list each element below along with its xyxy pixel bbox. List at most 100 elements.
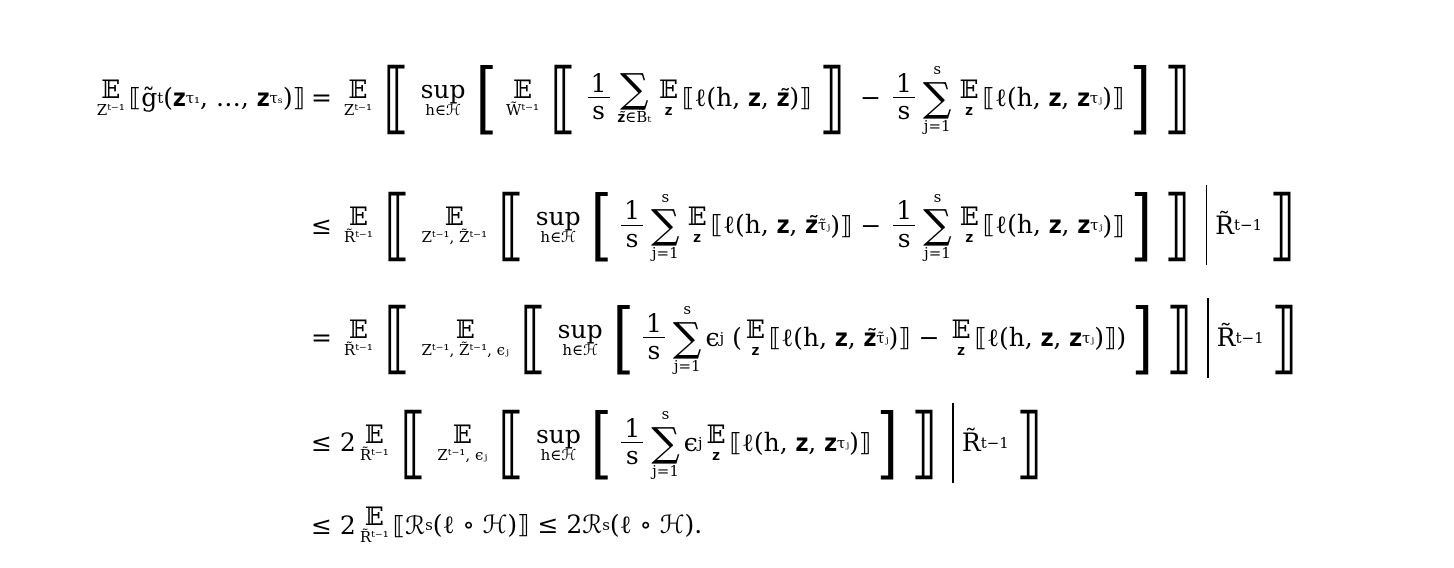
math-text: R̃t−1 [1215,211,1262,240]
math-text: ≤ 2 [311,428,356,457]
math-text-main: )⟧ [849,428,872,457]
operator-symbol: 𝔼 [364,502,384,532]
operator-subscript: R̃ᵗ⁻¹ [359,528,389,547]
math-text: )⟧ − [889,323,948,352]
math-text-main: )⟧ − [830,210,890,240]
operator-subscript: h∈ℋ [540,228,576,247]
operator-subscript: 𝐳̃∈B̃ₜ [617,108,651,127]
math-text: R̃t−1 [962,428,1009,457]
superscript: t−1 [1233,216,1263,234]
operator-symbol: ∑ [922,74,952,121]
subscript: τⱼ [1089,88,1103,107]
operator-subscript: R̃ᵗ⁻¹ [343,340,373,359]
operator-subscript: W̃ᵗ⁻¹ [505,100,540,119]
math-text-main: ≤ 2 [311,510,356,540]
operator-subscript: R̃ᵗ⁻¹ [343,228,373,247]
operator-symbol: ∑ [923,202,952,248]
operator-subscript: 𝐳 [965,228,974,247]
big-bracket: ⟧ [1163,52,1191,143]
subscript: τ̃ⱼ [876,328,889,347]
math-text: )⟧ − [830,211,889,240]
math-text-main: )⟧ − [888,323,948,352]
summation-operator: s∑j=1 [651,188,680,262]
math-text: ⟦ℓ(h, 𝐳, 𝐳̃τ̃ⱼ [711,210,831,240]
subscript: s [602,516,610,534]
operator-subscript: 𝐳 [957,340,965,359]
operator-symbol: 𝔼 [348,314,368,344]
math-text: ⟦ℓ(h, 𝐳, 𝐳̃τ̃ⱼ [769,323,889,353]
operator-subscript: j=1 [652,461,679,480]
math-text-main: = [311,323,340,352]
math-text-main: (ℓ ∘ ℋ)⟧ ≤ 2ℛ [432,510,603,539]
operator-symbol: 𝔼 [745,314,765,344]
big-bracket: ⟦ [549,52,577,143]
operator-symbol: 𝔼 [101,74,121,104]
fraction-denominator: s [592,96,606,125]
big-bracket: ⟦ [498,397,526,488]
fraction-numerator: 1 [643,310,665,338]
fraction-numerator: 1 [893,70,915,98]
fraction-numerator: 1 [893,198,916,226]
operator-subscript: Zᵗ⁻¹, Z̃ᵗ⁻¹ [421,228,488,247]
operator-subscript: Zᵗ⁻¹ [96,100,125,119]
subscript: τₛ [269,88,283,107]
operator-symbol: sup [557,314,603,344]
math-text-main: , …, 𝐳 [200,82,270,112]
math-text-main: ⟦ℓ(h, 𝐳, 𝐳̃ [768,322,877,352]
operator-symbol: ∑ [651,202,680,248]
big-bracket: ⟧ [1268,180,1296,270]
math-text-main: ⟦ℓ(h, 𝐳, 𝐳 [974,322,1082,352]
math-text: )⟧ [1102,211,1124,240]
operator-symbol: ∑ [651,419,680,466]
operator-subscript: 𝐳 [693,228,701,247]
subscript: j [719,328,725,347]
subscript: τ₁ [185,88,201,107]
big-bracket: [ [590,180,612,270]
operator-subscript: Zᵗ⁻¹, Z̃ᵗ⁻¹, ϵⱼ [421,340,510,359]
big-bracket: ⟦ [383,180,411,270]
math-text: )⟧ [283,83,305,112]
math-text-main: R̃ [961,428,981,457]
superscript: t−1 [1235,328,1264,347]
fraction-denominator: s [625,223,639,253]
math-text-main: ⟦ℛ [392,510,426,540]
operator-symbol: 𝔼 [959,202,979,232]
fraction-numerator: 1 [621,198,644,226]
operator-subscript: 𝐳 [712,445,720,464]
operator-symbol: 𝔼 [512,74,533,104]
big-bracket: [ [612,292,634,383]
big-bracket: ] [1129,52,1152,143]
subscript: τ̃ⱼ [818,216,831,234]
math-text-main: = [311,83,340,112]
operator-subscript: j=1 [924,244,951,262]
summation-operator: s∑j=1 [923,61,952,134]
operator-symbol: 𝔼 [364,419,384,449]
summation-operator: ∑𝐳̃∈B̃ₜ [618,69,651,126]
operator-subscript: j=1 [673,356,701,375]
operator-symbol: sup [535,202,581,232]
math-text: ⟦ℓ(h, 𝐳, 𝐳̃)⟧ [682,83,811,113]
fraction-denominator: s [625,441,639,470]
